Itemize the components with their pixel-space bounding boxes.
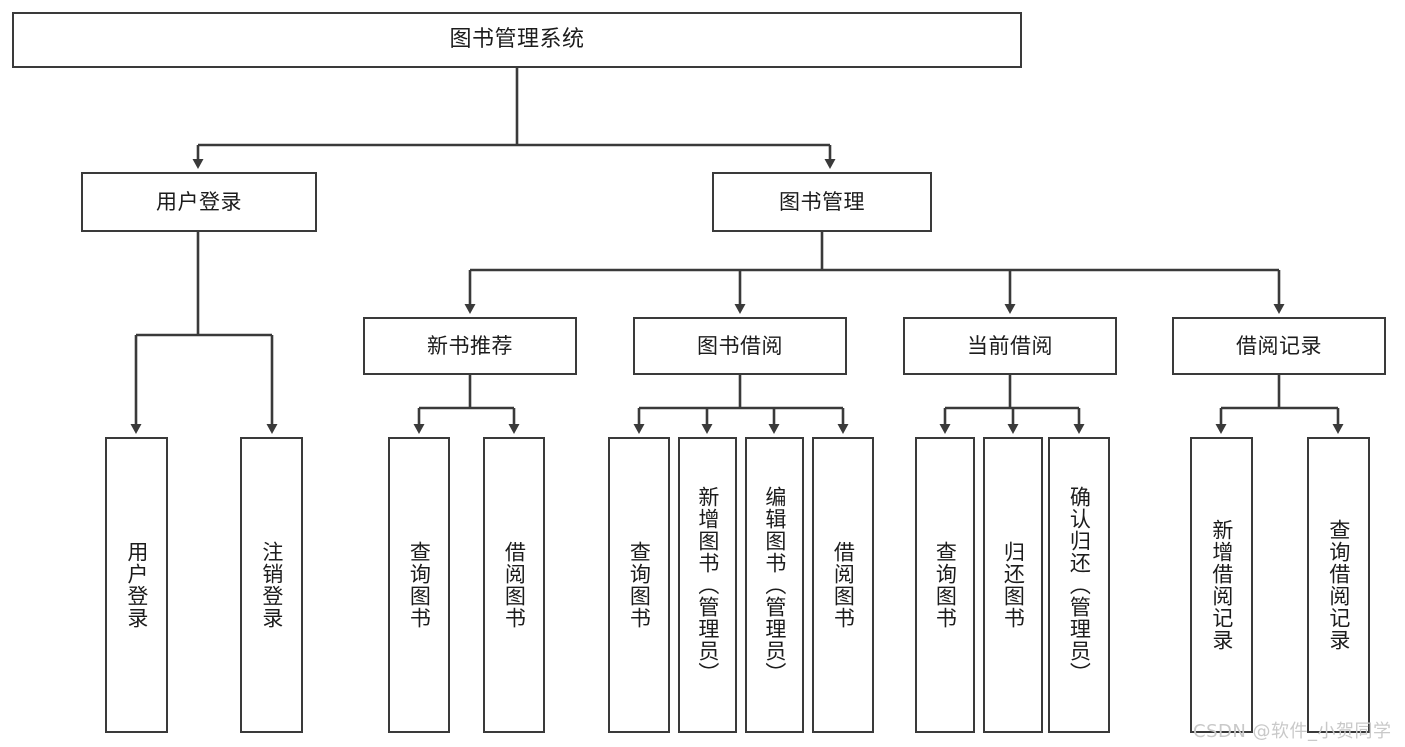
node-borrow-record[interactable]: 借阅记录 xyxy=(1172,317,1386,375)
leaf-query-book-current[interactable]: 查询图书 xyxy=(915,437,975,733)
leaf-query-book-borrow[interactable]: 查询图书 xyxy=(608,437,670,733)
leaf-add-book-admin-label: 新增图书（管理员） xyxy=(695,486,720,684)
leaf-return-book[interactable]: 归还图书 xyxy=(983,437,1043,733)
leaf-query-book-borrow-label: 查询图书 xyxy=(627,541,652,629)
node-current-borrow[interactable]: 当前借阅 xyxy=(903,317,1117,375)
node-root-label: 图书管理系统 xyxy=(449,27,585,53)
node-book-borrow[interactable]: 图书借阅 xyxy=(633,317,847,375)
leaf-user-login[interactable]: 用户登录 xyxy=(105,437,168,733)
leaf-borrow-book[interactable]: 借阅图书 xyxy=(812,437,874,733)
leaf-confirm-return-admin-label: 确认归还（管理员） xyxy=(1067,486,1092,684)
leaf-add-borrow-record[interactable]: 新增借阅记录 xyxy=(1190,437,1253,733)
leaf-user-logout-label: 注销登录 xyxy=(259,541,284,629)
node-book-management[interactable]: 图书管理 xyxy=(712,172,932,232)
leaf-confirm-return-admin[interactable]: 确认归还（管理员） xyxy=(1048,437,1110,733)
node-book-borrow-label: 图书借阅 xyxy=(697,333,783,358)
node-current-borrow-label: 当前借阅 xyxy=(967,333,1053,358)
leaf-user-logout[interactable]: 注销登录 xyxy=(240,437,303,733)
leaf-query-borrow-record[interactable]: 查询借阅记录 xyxy=(1307,437,1370,733)
leaf-borrow-book-label: 借阅图书 xyxy=(831,541,856,629)
node-user-login[interactable]: 用户登录 xyxy=(81,172,317,232)
leaf-add-borrow-record-label: 新增借阅记录 xyxy=(1209,519,1234,651)
leaf-add-book-admin[interactable]: 新增图书（管理员） xyxy=(678,437,737,733)
leaf-borrow-book-newbook[interactable]: 借阅图书 xyxy=(483,437,545,733)
leaf-edit-book-admin-label: 编辑图书（管理员） xyxy=(762,486,787,684)
leaf-query-book-newbook-label: 查询图书 xyxy=(407,541,432,629)
node-new-book-recommend-label: 新书推荐 xyxy=(427,333,513,358)
leaf-return-book-label: 归还图书 xyxy=(1001,541,1026,629)
node-root-system[interactable]: 图书管理系统 xyxy=(12,12,1022,68)
leaf-edit-book-admin[interactable]: 编辑图书（管理员） xyxy=(745,437,804,733)
leaf-query-book-newbook[interactable]: 查询图书 xyxy=(388,437,450,733)
node-book-management-label: 图书管理 xyxy=(779,189,865,214)
node-new-book-recommend[interactable]: 新书推荐 xyxy=(363,317,577,375)
leaf-borrow-book-newbook-label: 借阅图书 xyxy=(502,541,527,629)
leaf-user-login-label: 用户登录 xyxy=(124,541,149,629)
leaf-query-borrow-record-label: 查询借阅记录 xyxy=(1326,519,1351,651)
leaf-query-book-current-label: 查询图书 xyxy=(933,541,958,629)
node-user-login-label: 用户登录 xyxy=(156,189,242,214)
node-borrow-record-label: 借阅记录 xyxy=(1236,333,1322,358)
